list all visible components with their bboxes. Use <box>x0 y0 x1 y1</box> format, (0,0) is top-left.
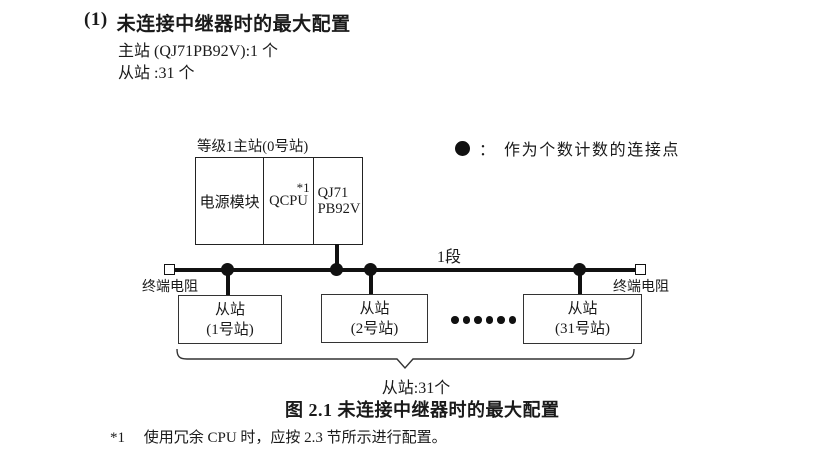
qcpu-label: QCPU <box>269 192 308 209</box>
terminator-left-label: 终端电阻 <box>142 280 198 295</box>
terminator-right-label: 终端电阻 <box>613 280 669 295</box>
slave-2-line1: 从站 <box>359 300 390 317</box>
connection-point-dot-icon <box>455 140 470 156</box>
connection-dot <box>364 263 377 276</box>
slave31-drop-line <box>578 270 582 295</box>
slave-station-2-box: 从站 (2号站) <box>321 294 428 343</box>
brace-label: 从站:31个 <box>381 380 451 397</box>
legend: ： 作为个数计数的连接点 <box>455 136 680 160</box>
ellipsis-dot <box>497 316 505 324</box>
qcpu-cell: *1 QCPU <box>264 158 314 244</box>
slave2-drop-line <box>369 270 373 295</box>
connection-dot <box>573 263 586 276</box>
ellipsis-dot <box>474 316 482 324</box>
master-station-label: 等级1主站(0号站) <box>197 139 309 155</box>
qj71pb92v-cell: QJ71 PB92V <box>314 158 362 244</box>
power-module-cell: 电源模块 <box>196 158 265 244</box>
slave-2-line2: (2号站) <box>350 320 399 337</box>
ellipsis-dots <box>451 316 516 324</box>
footnote: *1 使用冗余 CPU 时，应按 2.3 节所示进行配置。 <box>110 426 447 447</box>
bus-line <box>175 268 635 272</box>
slave-count-line: 从站 :31 个 <box>118 65 195 82</box>
footnote-text: 使用冗余 CPU 时，应按 2.3 节所示进行配置。 <box>143 430 447 446</box>
connection-dot <box>330 263 343 276</box>
segment-label: 1段 <box>437 249 462 266</box>
slave-1-line2: (1号站) <box>206 321 254 338</box>
master-station-box: 电源模块 *1 QCPU QJ71 PB92V <box>195 157 363 245</box>
legend-text: 作为个数计数的连接点 <box>504 142 681 159</box>
qj71-label-line2: PB92V <box>317 201 361 217</box>
slave-count-brace <box>176 348 635 370</box>
power-module-label: 电源模块 <box>199 194 260 211</box>
slave1-drop-line <box>226 270 230 295</box>
connection-dot <box>221 263 234 276</box>
master-count-line: 主站 (QJ71PB92V):1 个 <box>118 43 279 60</box>
figure-caption: 图 2.1 未连接中继器时的最大配置 <box>285 400 560 420</box>
ellipsis-dot <box>508 316 516 324</box>
qj71-label-line1: QJ71 <box>317 185 349 201</box>
slave-31-line2: (31号站) <box>555 321 610 337</box>
slave-31-line1: 从站 <box>567 301 598 317</box>
slave-1-line1: 从站 <box>214 301 245 318</box>
heading-number: (1) <box>84 9 108 30</box>
ellipsis-dot <box>462 316 470 324</box>
ellipsis-dot <box>451 316 459 324</box>
ellipsis-dot <box>485 316 493 324</box>
footnote-ref: *1 <box>110 430 125 446</box>
terminator-right-icon <box>635 264 646 275</box>
heading-title: 未连接中继器时的最大配置 <box>116 14 351 35</box>
slave-station-1-box: 从站 (1号站) <box>178 295 282 344</box>
section-heading: (1) 未连接中继器时的最大配置 <box>84 9 351 36</box>
legend-separator: ： <box>479 142 496 159</box>
slave-station-31-box: 从站 (31号站) <box>523 294 642 344</box>
footnote-ref-mark: *1 <box>296 180 310 195</box>
master-drop-line <box>335 244 339 270</box>
terminator-left-icon <box>164 264 175 275</box>
